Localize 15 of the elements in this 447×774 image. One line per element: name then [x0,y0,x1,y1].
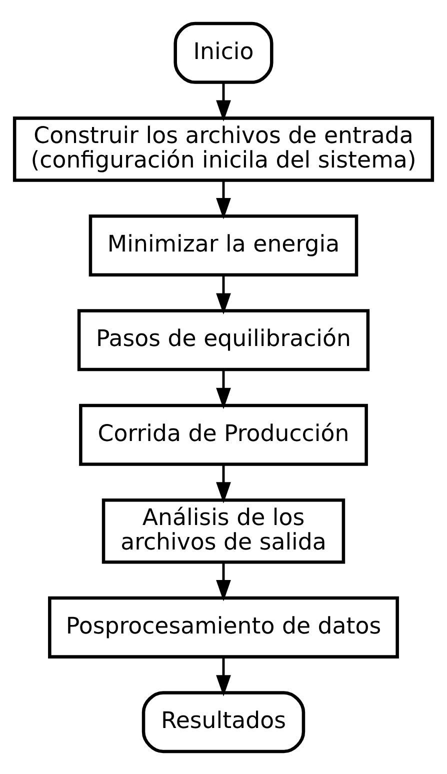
arrow [216,562,231,601]
node-box: Inicio [174,21,274,84]
node-box: Corrida de Producción [79,403,368,466]
arrow [216,369,231,409]
node-box: Análisis de los archivos de salida [102,498,346,564]
arrow [216,180,231,219]
arrow [216,656,231,696]
arrow [216,274,231,314]
node-box: Resultados [142,690,306,753]
arrow [216,464,231,503]
node-box: Posprocesamiento de datos [48,596,399,658]
arrow [216,82,231,121]
node-box: Minimizar la energia [88,214,358,276]
node-box: Construir los archivos de entrada (configuración inicila del sistema) [12,116,434,182]
node-box: Pasos de equilibración [77,308,370,371]
